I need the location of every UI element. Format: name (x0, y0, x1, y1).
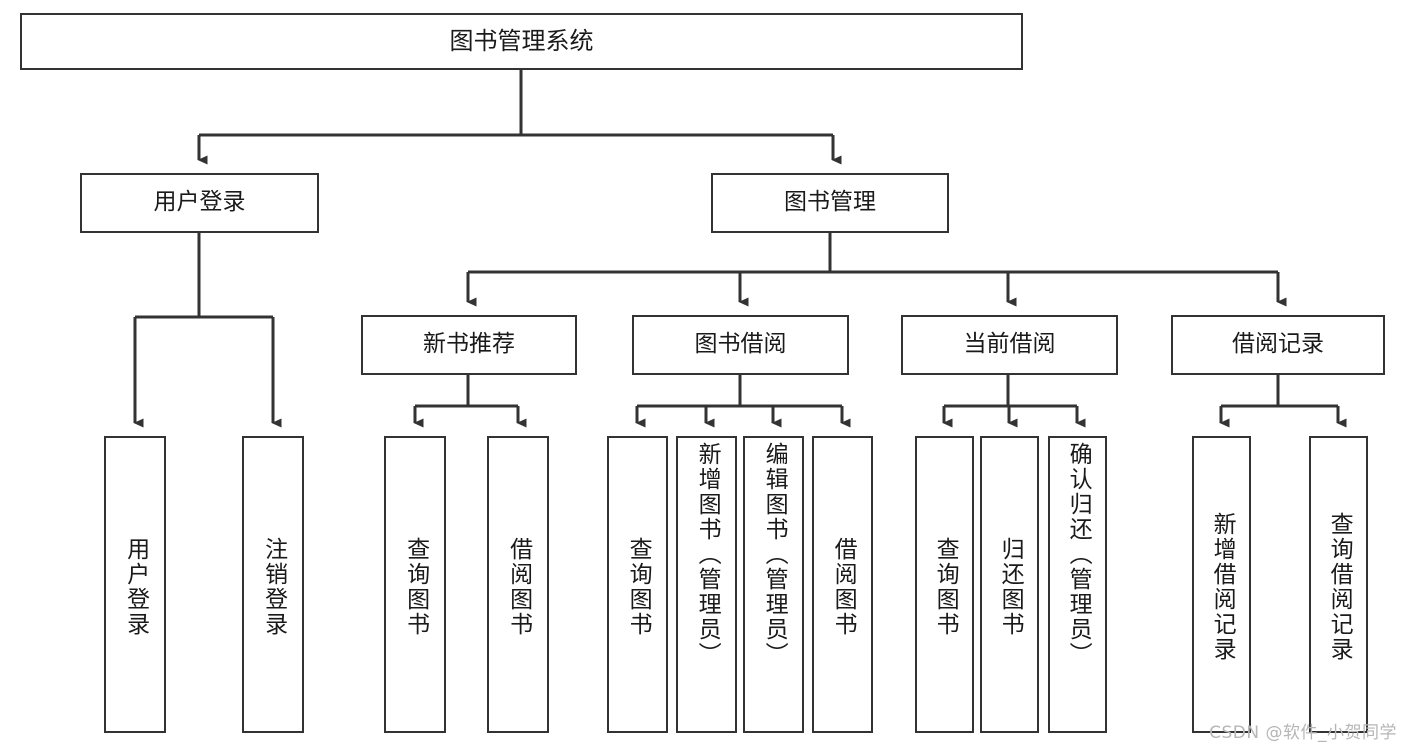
node-user-login-label: 用户登录 (153, 189, 246, 216)
node-new-book-recommend[interactable]: 新书推荐 (361, 315, 577, 375)
leaf-user-login-logout[interactable]: 注销登录 (242, 436, 304, 733)
leaf-user-login-logout-label: 注销登录 (260, 536, 287, 637)
leaf-borrow-record-add-label: 新增借阅记录 (1209, 511, 1236, 662)
leaf-borrow-record-query-label: 查询借阅记录 (1326, 511, 1353, 662)
leaf-book-borrow-query[interactable]: 查询图书 (607, 436, 668, 733)
node-new-book-recommend-label: 新书推荐 (423, 331, 515, 358)
leaf-current-borrow-confirm-return-label: 确认归还（管理员） (1065, 442, 1092, 667)
node-book-management[interactable]: 图书管理 (711, 173, 949, 233)
leaf-book-borrow-edit-label: 编辑图书（管理员） (761, 442, 788, 667)
leaf-borrow-record-query[interactable]: 查询借阅记录 (1309, 436, 1368, 733)
leaf-book-borrow-borrow[interactable]: 借阅图书 (812, 436, 873, 733)
leaf-new-book-borrow-label: 借阅图书 (505, 536, 532, 637)
leaf-book-borrow-borrow-label: 借阅图书 (830, 536, 857, 637)
node-current-borrow-label: 当前借阅 (963, 331, 1056, 358)
node-root-system-label: 图书管理系统 (449, 27, 594, 56)
leaf-book-borrow-add[interactable]: 新增图书（管理员） (676, 436, 737, 733)
leaf-current-borrow-return-label: 归还图书 (997, 536, 1024, 637)
leaf-current-borrow-query-label: 查询图书 (932, 536, 959, 637)
leaf-user-login-login[interactable]: 用户登录 (104, 436, 166, 733)
node-borrow-record-label: 借阅记录 (1232, 331, 1324, 358)
leaf-current-borrow-query[interactable]: 查询图书 (915, 436, 974, 733)
node-borrow-record[interactable]: 借阅记录 (1171, 315, 1385, 375)
node-root-system[interactable]: 图书管理系统 (20, 13, 1023, 70)
node-book-borrow[interactable]: 图书借阅 (632, 315, 849, 375)
leaf-book-borrow-query-label: 查询图书 (625, 536, 652, 637)
leaf-book-borrow-edit[interactable]: 编辑图书（管理员） (743, 436, 804, 733)
leaf-new-book-query[interactable]: 查询图书 (384, 436, 446, 733)
leaf-borrow-record-add[interactable]: 新增借阅记录 (1192, 436, 1251, 733)
node-user-login[interactable]: 用户登录 (80, 173, 319, 233)
leaf-current-borrow-return[interactable]: 归还图书 (980, 436, 1039, 733)
node-book-borrow-label: 图书借阅 (694, 331, 787, 358)
leaf-user-login-login-label: 用户登录 (122, 536, 149, 637)
leaf-new-book-query-label: 查询图书 (402, 536, 429, 637)
leaf-new-book-borrow[interactable]: 借阅图书 (487, 436, 549, 733)
leaf-book-borrow-add-label: 新增图书（管理员） (694, 442, 721, 667)
node-book-management-label: 图书管理 (784, 189, 876, 216)
leaf-current-borrow-confirm-return[interactable]: 确认归还（管理员） (1048, 436, 1107, 733)
node-current-borrow[interactable]: 当前借阅 (901, 315, 1118, 375)
